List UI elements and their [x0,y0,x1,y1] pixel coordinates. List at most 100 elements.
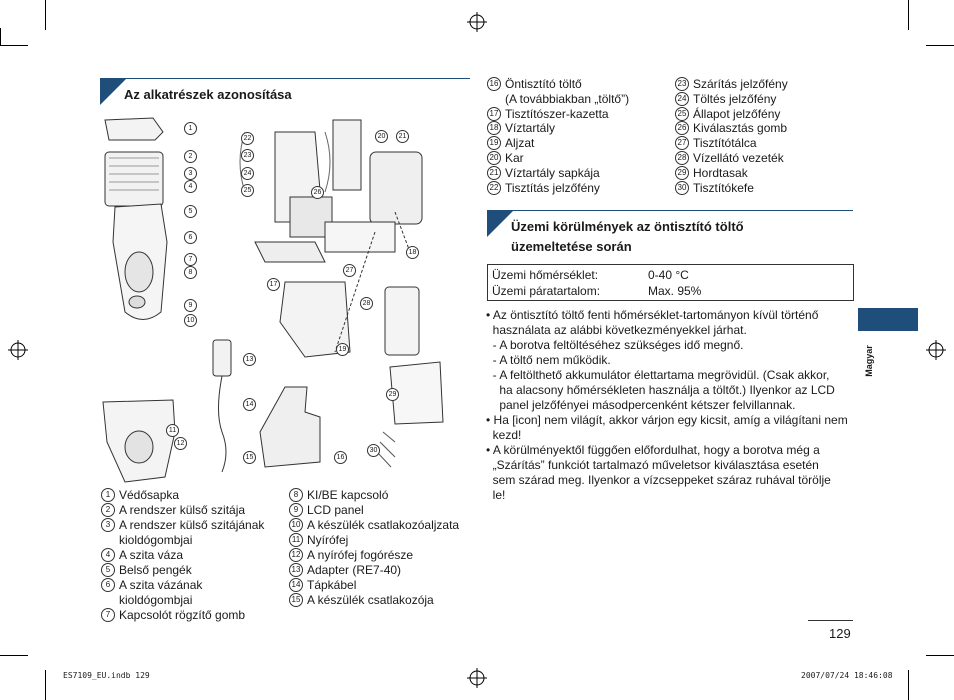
list-item: kioldógombjai [101,533,192,547]
item-number: 29 [675,166,689,180]
item-number: 27 [675,136,689,150]
item-number: 17 [487,107,501,121]
section-marker [487,211,513,237]
callout-number: 15 [243,451,256,464]
callout-number: 24 [241,167,254,180]
item-number: 30 [675,181,689,195]
item-number: 5 [101,563,115,577]
cond-value: 0-40 °C [648,268,689,282]
item-number: 24 [675,92,689,106]
item-number: 15 [289,593,303,607]
section-rule [100,78,470,79]
item-text: (A továbbiakban „töltő”) [505,92,629,106]
list-item: 15 A készülék csatlakozója [289,593,434,607]
crop-mark [908,670,909,700]
item-text: LCD panel [307,503,364,517]
footer-file-info: ES7109_EU.indb 129 [63,671,150,680]
list-item: 26 Kiválasztás gomb [675,121,787,135]
crop-mark [908,0,909,30]
item-number: 12 [289,548,303,562]
item-text: Szárítás jelzőfény [693,77,788,91]
list-item: 8 KI/BE kapcsoló [289,488,388,502]
list-item: 27 Tisztítótálca [675,136,757,150]
note-line: sem szárad meg. Ilyenkor a vízcseppeket … [486,473,831,488]
registration-mark-icon [467,668,487,688]
item-number: 20 [487,151,501,165]
language-tab [858,308,918,331]
registration-mark-icon [8,340,28,360]
item-text: Tisztítás jelzőfény [505,181,600,195]
item-text: A rendszer külső szitájának [119,518,264,532]
note-line: • Az öntisztító töltő fenti hőmérséklet-… [486,308,818,323]
cond-label: Üzemi hőmérséklet: [492,268,598,282]
item-text: Öntisztító töltő [505,77,582,91]
item-text: Aljzat [505,136,534,150]
registration-mark-icon [467,12,487,32]
crop-mark [926,655,954,656]
callout-number: 27 [343,264,356,277]
item-text: Tisztítószer-kazetta [505,107,609,121]
callout-number: 11 [166,424,179,437]
item-number: 13 [289,563,303,577]
list-item: 16 Öntisztító töltő [487,77,582,91]
note-line: • A körülményektől függően előfordulhat,… [486,443,820,458]
item-text: A nyírófej fogórésze [307,548,413,562]
item-number: 26 [675,121,689,135]
callout-number: 28 [360,297,373,310]
item-number: 9 [289,503,303,517]
callout-number: 5 [184,205,197,218]
item-number: 8 [289,488,303,502]
item-text: KI/BE kapcsoló [307,488,388,502]
item-text: Víztartály sapkája [505,166,600,180]
item-text: Belső pengék [119,563,192,577]
callout-number: 18 [406,246,419,259]
callout-number: 22 [241,132,254,145]
note-line: - A feltölthető akkumulátor élettartama … [486,368,830,383]
item-text: Tisztítótálca [693,136,757,150]
note-line: ha alacsony hőmérsékleten használja a tö… [486,383,835,398]
callout-number: 1 [184,122,197,135]
list-item: 7 Kapcsolót rögzítő gomb [101,608,245,622]
item-text: Kiválasztás gomb [693,121,787,135]
callout-number: 8 [184,266,197,279]
callout-number: 12 [174,437,187,450]
conditions-heading-line2: üzemeltetése során [511,239,632,254]
item-text: A szita váza [119,548,183,562]
list-item: 30 Tisztítókefe [675,181,754,195]
item-number: 28 [675,151,689,165]
item-number: 18 [487,121,501,135]
callout-number: 25 [241,184,254,197]
cond-label: Üzemi páratartalom: [492,284,600,298]
list-item: 5 Belső pengék [101,563,192,577]
note-line: „Szárítás” funkciót tartalmazó műveletso… [486,458,819,473]
item-number: 1 [101,488,115,502]
item-number: 14 [289,578,303,592]
item-text: Tisztítókefe [693,181,754,195]
crop-mark [926,45,954,46]
note-line: - A borotva feltöltéséhez szükséges idő … [486,338,743,353]
conditions-table: Üzemi hőmérséklet: 0-40 °C Üzemi páratar… [487,264,854,301]
item-number: 6 [101,578,115,592]
callout-number: 14 [243,398,256,411]
item-text: Kapcsolót rögzítő gomb [119,608,245,622]
crop-mark [45,0,46,30]
callout-number: 9 [184,299,197,312]
item-number: 16 [487,77,501,91]
callout-number: 30 [367,444,380,457]
callout-number: 21 [396,130,409,143]
item-number: 19 [487,136,501,150]
item-text: A készülék csatlakozója [307,593,434,607]
item-number: 7 [101,608,115,622]
list-item: 19 Aljzat [487,136,534,150]
